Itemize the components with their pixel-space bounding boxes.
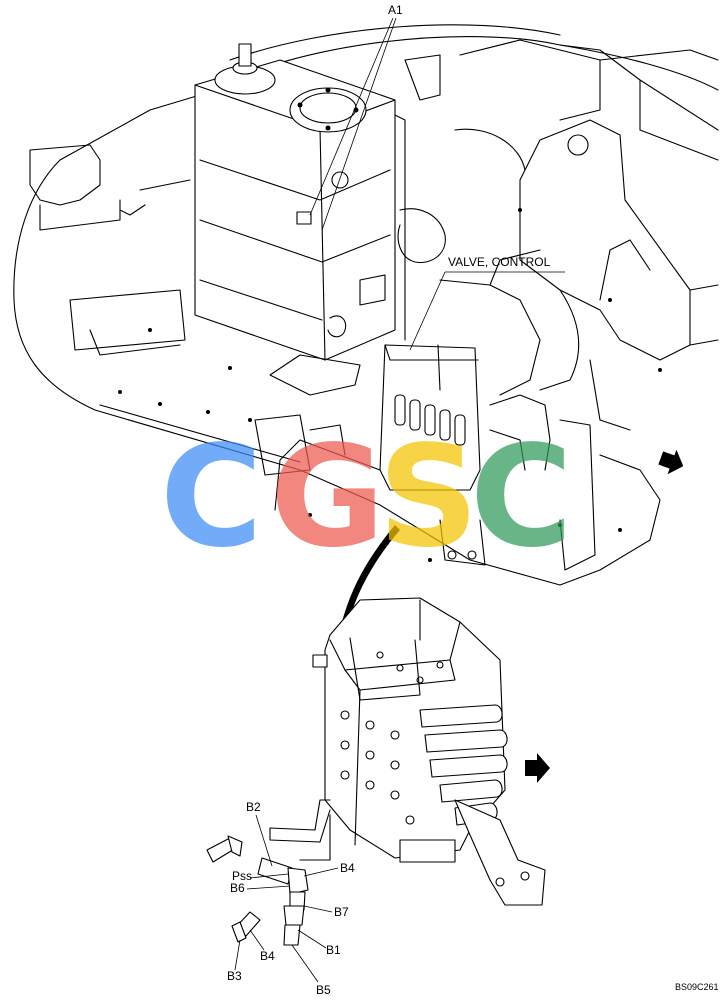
fitting-labels: B2 B4 Pss B6 B7 B1 B4 B3 B5 (227, 800, 355, 997)
label-b1: B1 (326, 943, 341, 957)
hydraulic-tank (194, 43, 406, 361)
label-b7: B7 (334, 905, 349, 919)
label-a1: A1 (388, 3, 403, 17)
front-arrow-lower (525, 753, 550, 783)
a1-callout: A1 (309, 3, 403, 231)
label-b4-left: B4 (260, 949, 275, 963)
label-b3: B3 (227, 969, 242, 983)
watermark-letter-c2: C (470, 416, 573, 579)
front-arrow-upper (658, 449, 684, 475)
watermark: C G S C (160, 416, 573, 579)
label-b4-right: B4 (340, 861, 355, 875)
watermark-letter-g: G (270, 416, 385, 579)
label-b6: B6 (230, 881, 245, 895)
watermark-letter-s: S (378, 416, 479, 579)
control-valve-detail (269, 597, 546, 906)
valve-control-callout: VALVE, CONTROL (409, 255, 565, 351)
deck-holes (118, 158, 662, 562)
fittings-assembly (206, 835, 309, 946)
valve-spools (394, 394, 466, 446)
label-b2: B2 (246, 800, 261, 814)
upper-frame (13, 24, 719, 586)
detail-ports (340, 710, 415, 825)
label-b5: B5 (316, 983, 331, 997)
control-valve-installed (254, 344, 596, 571)
drawing-code: BS09C261 (675, 982, 719, 992)
label-valve-control: VALVE, CONTROL (448, 255, 551, 269)
watermark-letter-c1: C (160, 416, 263, 579)
label-pss: Pss (232, 869, 252, 883)
